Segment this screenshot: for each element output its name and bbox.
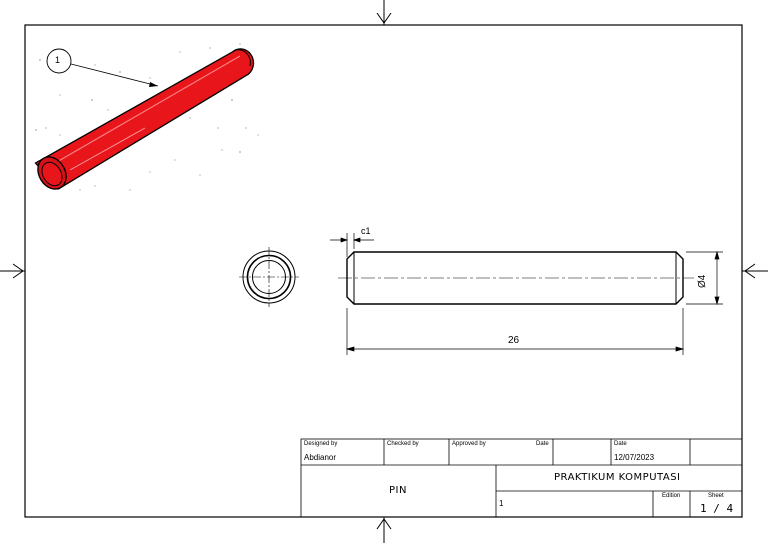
- sheet-border: [24, 24, 743, 518]
- centering-mark-right: [742, 263, 768, 279]
- centering-mark-top: [376, 0, 392, 25]
- title-block: [300, 438, 743, 518]
- project-title: PRAKTIKUM KOMPUTASI: [554, 472, 681, 483]
- checked-by-label: Checked by: [387, 441, 419, 447]
- diameter-dimension: [686, 250, 723, 306]
- diameter-label: Ø4: [697, 274, 708, 288]
- sheet-number: 1 / 4: [700, 502, 734, 515]
- front-view: [338, 251, 694, 305]
- length-dimension: [345, 308, 685, 355]
- designed-by-value: Abdianor: [304, 453, 337, 462]
- chamfer-dimension: [330, 233, 374, 257]
- render-speckles: [35, 43, 259, 191]
- designed-by-label: Designed by: [304, 441, 338, 447]
- isometric-pin: [34, 43, 259, 191]
- edition-label: Edition: [662, 493, 681, 499]
- date-label-approved: Date: [536, 441, 549, 447]
- end-view: [239, 247, 299, 307]
- date-label: Date: [614, 441, 627, 447]
- chamfer-label: c1: [361, 226, 371, 236]
- approved-by-label: Approved by: [452, 441, 486, 447]
- centering-mark-bottom: [376, 517, 392, 543]
- date-value: 12/07/2023: [614, 453, 655, 462]
- balloon-number: 1: [55, 55, 61, 65]
- part-name: PIN: [389, 485, 407, 496]
- length-label: 26: [508, 335, 520, 346]
- centering-mark-left: [0, 263, 25, 279]
- quantity-value: 1: [499, 499, 504, 508]
- balloon-callout: [46, 48, 159, 87]
- sheet-label: Sheet: [708, 493, 724, 499]
